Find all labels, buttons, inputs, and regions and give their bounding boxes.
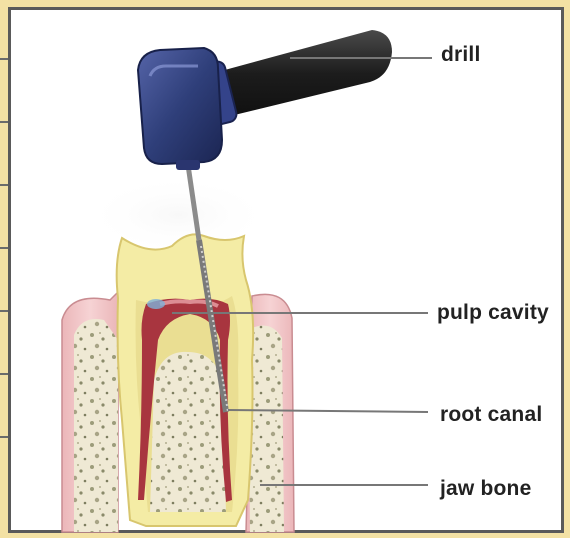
right-jaw-bone: [248, 326, 284, 533]
root-canal-label: root canal: [440, 403, 542, 427]
left-jaw-bone: [74, 319, 118, 532]
drill-label: drill: [441, 43, 481, 67]
drill-handle: [210, 30, 392, 118]
drill-chuck: [176, 160, 200, 170]
inner-jaw-bone: [150, 352, 226, 512]
pulp-opening: [147, 299, 165, 309]
pulp-cavity-label: pulp cavity: [437, 301, 549, 325]
jaw-bone-label: jaw bone: [440, 477, 531, 501]
